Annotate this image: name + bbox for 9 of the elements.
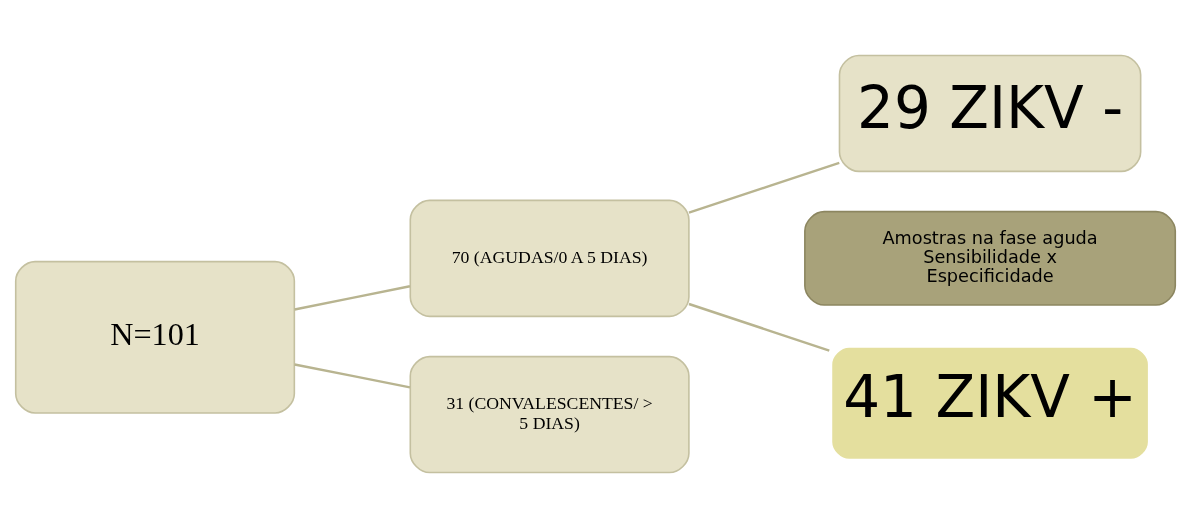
node-box: 29 ZIKV - xyxy=(838,54,1142,173)
node-box: 70 (AGUDAS/0 A 5 DIAS) xyxy=(409,199,690,318)
connector xyxy=(294,285,411,311)
node-box: N=101 xyxy=(14,260,296,414)
node-box: Amostras na fase aguda Sensibilidade x Especificidade xyxy=(804,210,1177,306)
node-box: 31 (CONVALESCENTES/ > 5 DIAS) xyxy=(409,355,690,474)
connector xyxy=(294,363,411,389)
connector xyxy=(688,161,840,214)
connector xyxy=(688,302,830,352)
